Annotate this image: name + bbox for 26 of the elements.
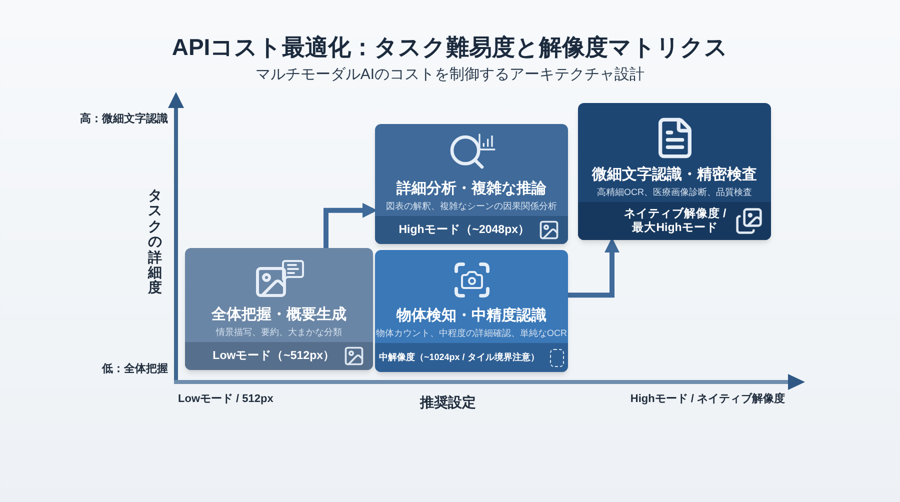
axis-title: タスクの詳細度 (148, 188, 162, 296)
card-description: 高精細OCR、医療画像診断、品質検査 (597, 186, 752, 198)
arrow (324, 202, 378, 248)
task-card (185, 248, 373, 370)
mode-label: Highモード（~2048px） (398, 222, 530, 238)
axis-label: 低：全体把握 (102, 362, 168, 377)
mode-label: ネイティブ解像度 / 最大Highモード (623, 206, 727, 236)
card-heading: 微細文字認識・精密検査 (592, 166, 757, 185)
card-description: 物体カウント、中程度の詳細確認、単純なOCR (376, 328, 567, 339)
card-heading: 詳細分析・複雑な推論 (396, 180, 546, 199)
task-card (375, 250, 568, 372)
card-heading: 物体検知・中精度認識 (396, 307, 546, 326)
axis-label: Highモード / ネイティブ解像度 (630, 392, 785, 407)
card-heading: 全体把握・概要生成 (212, 306, 346, 325)
card-description: 図表の解釈、複雑なシーンの因果関係分析 (386, 200, 557, 212)
title: APIコスト最適化：タスク難易度と解像度マトリクス (172, 33, 728, 62)
axis-label: Lowモード / 512px (178, 392, 274, 407)
task-card (375, 124, 568, 244)
mode-label: 中解像度（~1024px / タイル境界注意） (379, 352, 540, 364)
card-description: 情景描写、要約、大まかな分類 (216, 326, 342, 338)
mode-label: Lowモード（~512px） (212, 348, 335, 364)
subtitle: マルチモーダルAIのコストを制御するアーキテクチャ設計 (255, 65, 645, 85)
axis-title: 推奨設定 (420, 393, 476, 412)
arrow (568, 238, 620, 298)
task-card (578, 103, 771, 240)
axis-label: 高：微細文字認識 (80, 112, 168, 127)
